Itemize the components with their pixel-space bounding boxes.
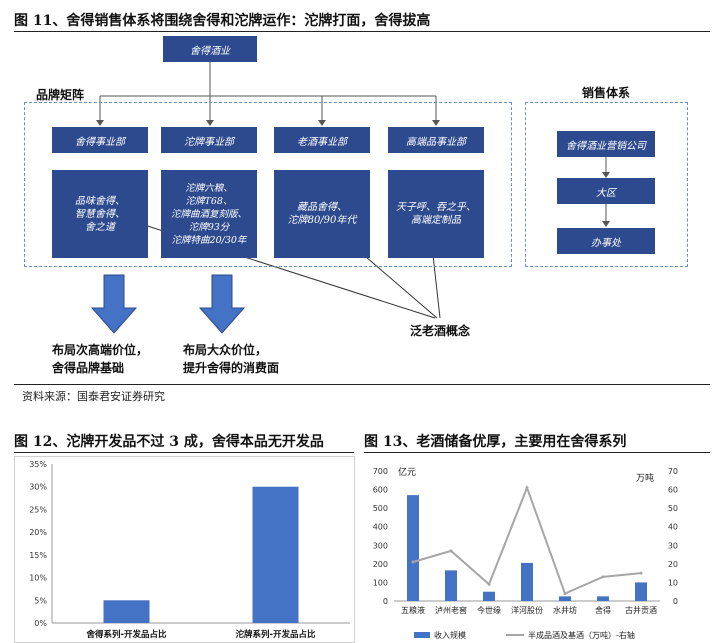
product-item: 舍之道	[85, 221, 115, 233]
line-point	[411, 560, 415, 564]
product-item: 智慧舍得、	[75, 208, 125, 220]
division-box-premium: 高端品事业部	[388, 127, 484, 153]
right-axis-unit: 万吨	[636, 472, 654, 484]
note-shede-positioning: 布局次高端价位， 舍得品牌基础	[52, 341, 148, 377]
fig13-title: 图 13、老酒储备优厚，主要用在舍得系列	[364, 434, 627, 450]
product-item: 沱牌T68、	[185, 195, 233, 207]
fig12-rule	[14, 452, 354, 453]
y-tick-label: 15%	[29, 551, 47, 560]
bar	[635, 582, 647, 601]
bar	[445, 570, 457, 601]
fig11-title: 图 11、舍得销售体系将围绕舍得和沱牌运作：沱牌打面，舍得拔高	[14, 13, 431, 29]
y-tick-label: 30%	[29, 483, 47, 492]
product-item: 沱牌80/90年代	[287, 215, 357, 226]
left-y-tick-label: 0	[383, 597, 388, 606]
x-tick-label: 今世缘	[477, 605, 501, 615]
product-item: 高端定制品	[411, 215, 461, 226]
left-y-tick-label: 200	[373, 560, 388, 569]
brand-matrix-label: 品牌矩阵	[36, 88, 85, 102]
fig13-chart: 0 100 200 300 400 500 600 700 0 10 20 30 40 50 60 70 亿元万…	[373, 466, 678, 640]
left-y-tick-label: 700	[373, 467, 388, 476]
x-tick-label: 舍得系列-开发品占比	[85, 629, 167, 640]
bar	[483, 591, 495, 601]
y-tick-label: 25%	[29, 505, 47, 514]
line-point	[601, 575, 605, 579]
x-tick-label: 泸州老窖	[435, 605, 467, 615]
root-company-box: 舍得酒业	[163, 36, 257, 62]
line-point	[563, 592, 567, 596]
office-box: 办事处	[557, 228, 655, 254]
division-box-shede: 舍得事业部	[52, 127, 148, 153]
product-item: 藏品舍得、	[297, 202, 347, 213]
brand-matrix-frame	[24, 102, 512, 267]
bar	[521, 562, 533, 601]
product-item: 沱牌特曲20/30年	[171, 234, 247, 246]
line-point	[487, 582, 491, 586]
right-y-tick-label: 50	[668, 504, 678, 513]
bar	[407, 495, 419, 601]
product-box-tuopai: 沱牌六粮、 沱牌T68、 沱牌曲酒复刻版、 沱牌93分 沱牌特曲20/30年	[161, 170, 257, 258]
sales-system-frame	[525, 102, 688, 267]
region-box: 大区	[557, 178, 655, 204]
note-line: 提升舍得的消费面	[183, 361, 280, 375]
left-y-tick-label: 500	[373, 504, 388, 513]
line-point	[525, 486, 529, 490]
product-item: 沱牌93分	[188, 221, 230, 233]
fig11-bottom-rule	[14, 384, 710, 385]
note-old-liquor-concept: 泛老酒概念	[410, 324, 471, 338]
x-tick-label: 舍得	[595, 605, 611, 615]
product-box-shede: 品味舍得、 智慧舍得、 舍之道	[52, 170, 148, 258]
x-tick-label: 水井坊	[553, 605, 577, 615]
x-tick-label: 沱牌系列-开发品占比	[235, 629, 316, 640]
note-line: 舍得品牌基础	[52, 361, 125, 375]
right-y-tick-label: 40	[668, 523, 678, 532]
division-box-tuopai: 沱牌事业部	[161, 127, 257, 153]
fig12-chart: 0% 5% 10% 15% 20% 25% 30% 35% 舍得系列-开发品占比 沱牌系列-开发品…	[29, 460, 350, 640]
right-y-tick-label: 70	[668, 467, 678, 476]
x-tick-label: 五粮液	[401, 605, 425, 615]
line-point	[449, 549, 453, 553]
left-y-tick-label: 600	[373, 486, 388, 495]
fig13-rule	[364, 452, 710, 453]
legend-label-bars: 收入规模	[434, 630, 466, 640]
right-y-tick-label: 10	[668, 578, 678, 587]
right-y-tick-label: 30	[668, 541, 678, 550]
sales-system-label: 销售体系	[582, 86, 631, 100]
right-y-tick-label: 0	[673, 597, 678, 606]
product-item: 天子呼、吞之乎、	[396, 202, 476, 213]
bar	[103, 600, 150, 623]
product-item: 沱牌曲酒复刻版、	[170, 208, 247, 220]
fig11-top-rule	[14, 31, 710, 32]
product-item: 品味舍得、	[75, 195, 125, 207]
bar	[559, 596, 571, 601]
note-tuopai-positioning: 布局大众价位， 提升舍得的消费面	[183, 341, 279, 377]
y-tick-label: 10%	[29, 574, 47, 583]
y-tick-label: 20%	[29, 528, 47, 537]
left-y-tick-label: 300	[373, 541, 388, 550]
bar	[252, 486, 299, 623]
note-line: 布局大众价位，	[183, 343, 268, 357]
y-tick-label: 0%	[34, 619, 47, 628]
y-tick-label: 5%	[34, 596, 47, 605]
fig12-title: 图 12、沱牌开发品不过 3 成，舍得本品无开发品	[14, 434, 324, 450]
division-box-old-liquor: 老酒事业部	[274, 127, 370, 153]
x-tick-label: 洋河股份	[511, 605, 543, 615]
note-line: 布局次高端价位，	[52, 343, 149, 357]
right-y-tick-label: 60	[668, 486, 678, 495]
bar	[597, 596, 609, 601]
product-item: 沱牌六粮、	[185, 182, 233, 194]
y-tick-label: 35%	[29, 460, 47, 469]
sales-company-box: 舍得酒业营销公司	[557, 131, 655, 157]
x-tick-label: 古井贡酒	[625, 605, 657, 615]
left-y-tick-label: 400	[373, 523, 388, 532]
left-y-tick-label: 100	[373, 578, 388, 587]
product-box-old-liquor: 藏品舍得、 沱牌80/90年代	[274, 170, 370, 258]
product-box-premium: 天子呼、吞之乎、 高端定制品	[388, 170, 484, 258]
left-axis-unit: 亿元	[398, 466, 416, 478]
legend-swatch-bars	[414, 632, 430, 638]
legend-label-line: 半成品酒及基酒（万吨）-右轴	[528, 630, 635, 640]
source-note: 资料来源：国泰君安证券研究	[22, 390, 165, 403]
line-point	[639, 571, 643, 575]
right-y-tick-label: 20	[668, 560, 678, 569]
